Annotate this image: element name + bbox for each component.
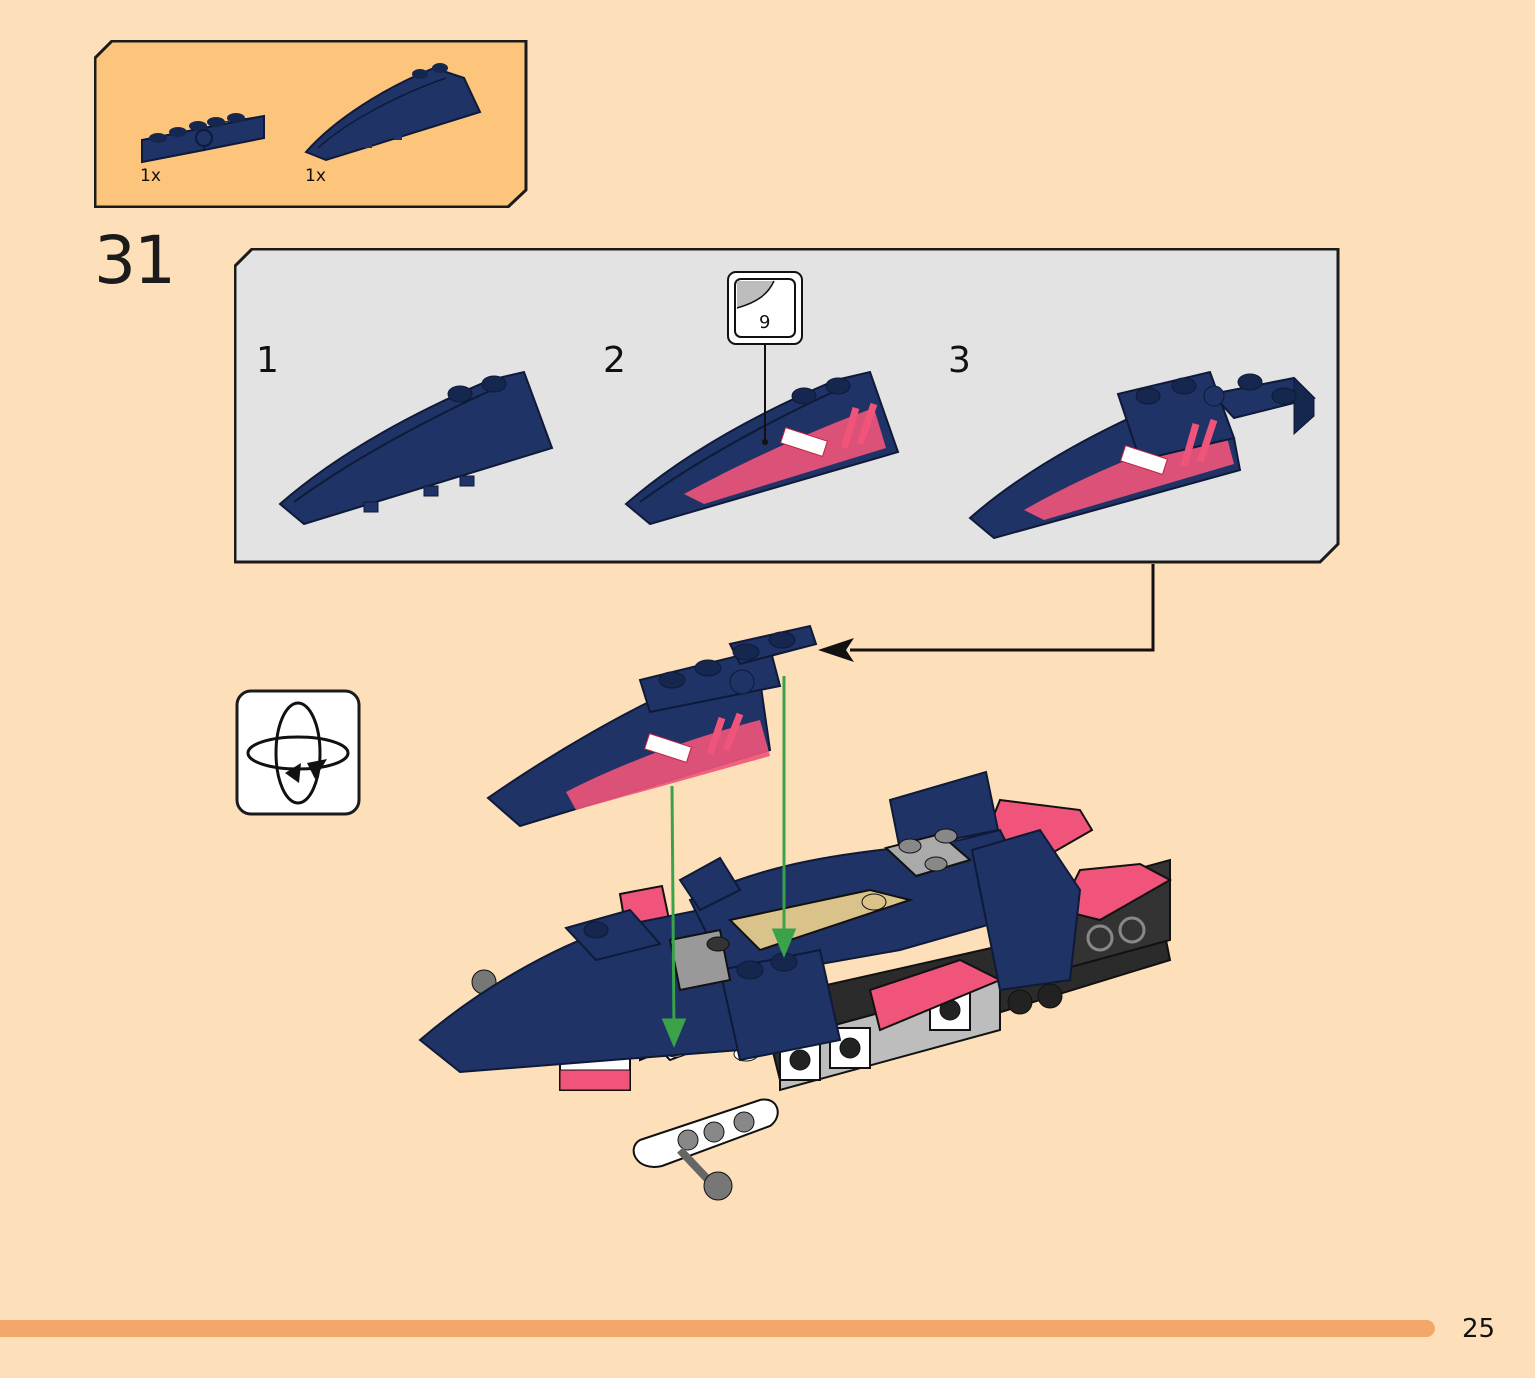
page-number: 25 xyxy=(1462,1314,1496,1344)
sub-step-1-label: 1 xyxy=(256,340,279,381)
blue-body xyxy=(418,770,1082,1074)
hinge-plate-part-icon xyxy=(141,113,265,164)
curved-wedge-part-icon xyxy=(304,63,482,162)
sub-step-2-label: 2 xyxy=(603,340,626,381)
rotate-model-icon xyxy=(235,689,361,816)
main-build-illustration xyxy=(418,624,1173,1201)
wedge-assembly-to-attach xyxy=(486,624,818,828)
wedge-step-2-illustration xyxy=(624,344,900,526)
page-footer-bar xyxy=(0,1320,1435,1337)
sub-assembly-callout: 1 2 3 9 xyxy=(234,248,1340,564)
part-quantity-2: 1x xyxy=(305,166,326,186)
wedge-step-3-illustration xyxy=(968,370,1316,540)
sticker-number: 9 xyxy=(759,312,771,333)
step-number: 31 xyxy=(94,222,176,299)
placement-guide-arrows xyxy=(661,676,797,1048)
parts-callout: 1x 1x xyxy=(94,40,528,208)
parts-callout-frame xyxy=(94,40,528,208)
wedge-step-1-illustration xyxy=(278,370,554,526)
arrow-left-icon xyxy=(818,564,1155,662)
sub-step-3-label: 3 xyxy=(948,340,971,381)
sub-assembly-frame xyxy=(234,248,1340,564)
sticker-icon xyxy=(727,271,803,345)
part-quantity-1: 1x xyxy=(140,166,161,186)
